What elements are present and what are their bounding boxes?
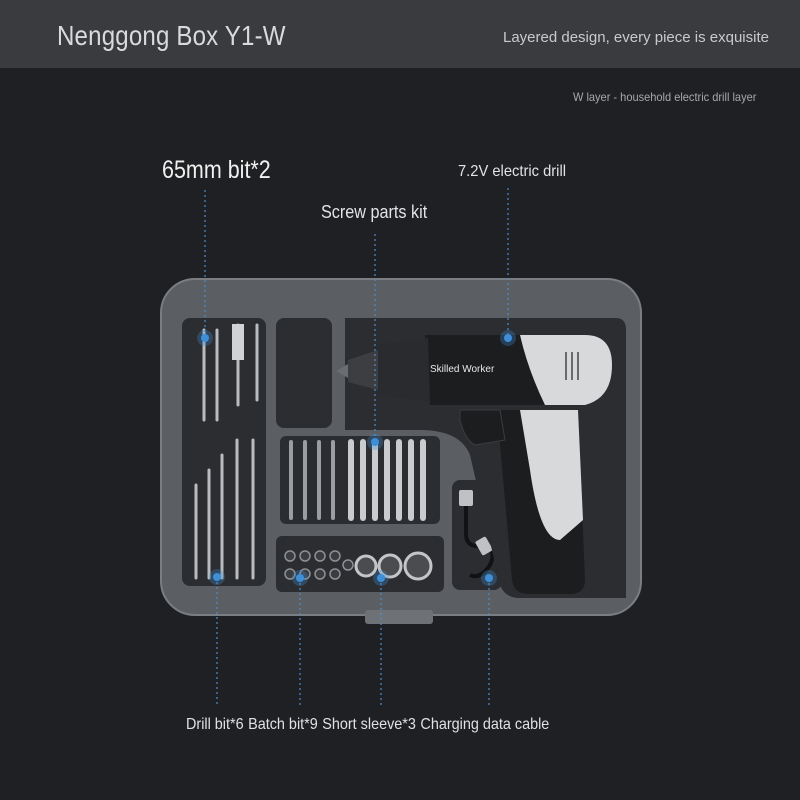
layer-subtitle: W layer - household electric drill layer: [572, 90, 756, 104]
callout-electric-drill: 7.2V electric drill: [458, 163, 566, 180]
bit-holder: [232, 324, 244, 360]
callout-screw-kit: Screw parts kit: [321, 202, 428, 222]
drill-bits: [194, 323, 259, 580]
header-bar: Nenggong Box Y1-W Layered design, every …: [0, 0, 800, 68]
label-drill-bits: Drill bit*6: [186, 716, 244, 733]
tagline: Layered design, every piece is exquisite: [503, 29, 769, 46]
label-short-sleeve: Short sleeve*3: [322, 716, 416, 733]
case-latch: [365, 610, 433, 624]
short-sleeves: [354, 551, 433, 581]
label-charging-cable: Charging data cable: [420, 716, 550, 733]
screws: [289, 439, 426, 521]
bottom-callouts: Drill bit*6 Batch bit*9 Short sleeve*3 C…: [186, 716, 549, 734]
electric-drill: [336, 335, 612, 594]
callout-lines: [204, 188, 509, 706]
usb-plug: [459, 490, 473, 506]
batch-bits: [284, 550, 354, 580]
page-title: Nenggong Box Y1-W: [57, 20, 286, 51]
callout-dots: [197, 330, 516, 586]
callout-65mm-bits: 65mm bit*2: [162, 156, 271, 184]
charging-cable: [464, 500, 495, 579]
usbc-plug: [475, 536, 493, 556]
small-compartment: [276, 318, 332, 428]
label-batch-bits: Batch bit*9: [248, 716, 318, 733]
drill-brand-label: Skilled Worker: [430, 364, 495, 375]
